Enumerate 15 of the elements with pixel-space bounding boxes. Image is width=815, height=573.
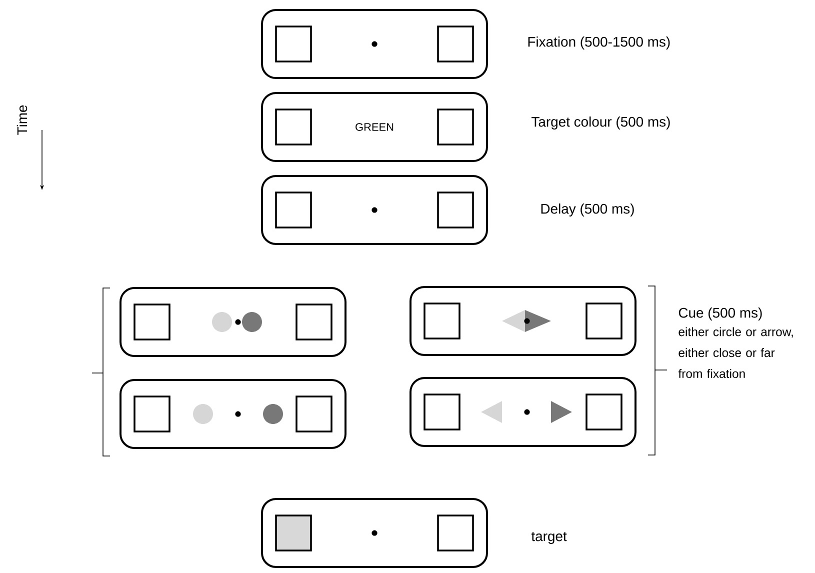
phase-label: Target colour (500 ms)	[532, 116, 670, 130]
display-screen	[261, 498, 488, 568]
display-screen	[120, 379, 346, 449]
axis-label: Time	[16, 105, 28, 135]
note-text: either circle or arrow, either close or far from fixation	[678, 327, 793, 378]
display-screen: GREEN	[261, 92, 488, 162]
phase-label: Fixation (500-1500 ms)	[528, 36, 670, 50]
display-screen	[261, 9, 488, 79]
display-screen	[261, 175, 488, 245]
display-screen	[120, 287, 346, 357]
display-screen	[410, 286, 636, 356]
phase-label: Delay (500 ms)	[541, 204, 634, 216]
phase-label: target	[531, 532, 567, 544]
display-screen	[410, 377, 636, 447]
phase-label: Cue (500 ms)	[678, 308, 762, 320]
